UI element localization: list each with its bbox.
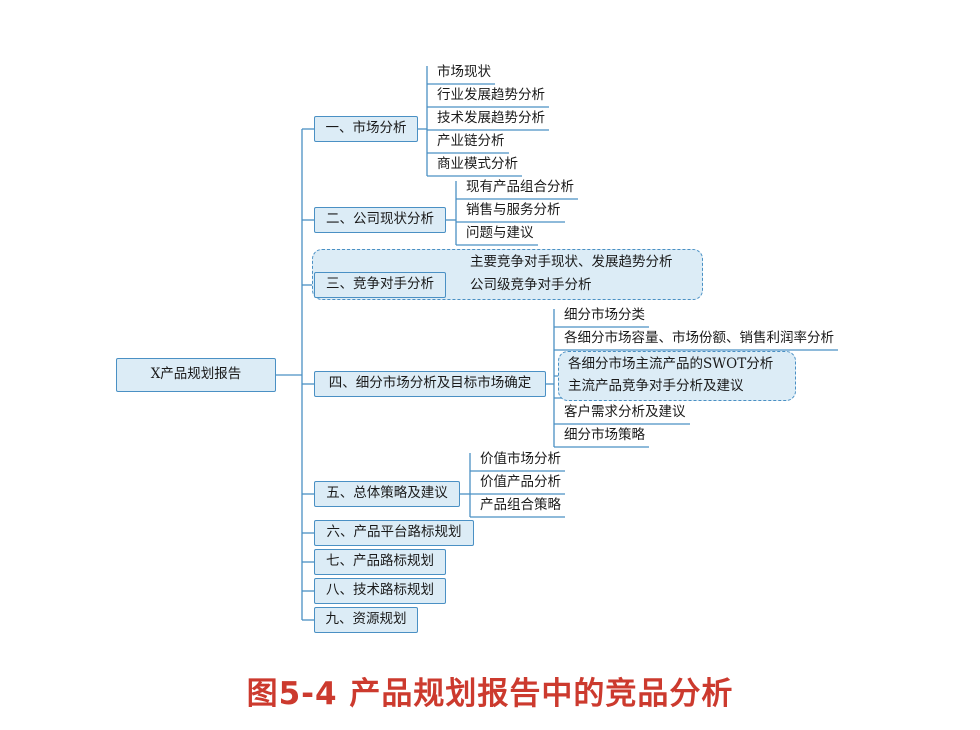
leaf-4-1: 细分市场分类 [564, 307, 645, 324]
product-plan-mindmap: X产品规划报告 一、市场分析 二、公司现状分析 三、竞争对手分析 四、细分市场分… [116, 64, 838, 633]
leaf-1-5: 商业模式分析 [437, 156, 518, 173]
branch-node-2: 二、公司现状分析 [314, 207, 446, 233]
leaf-4-5: 客户需求分析及建议 [564, 404, 686, 421]
leaf-1-3: 技术发展趋势分析 [437, 110, 545, 127]
leaf-1-1: 市场现状 [437, 64, 491, 81]
figure-caption: 图5-4 产品规划报告中的竞品分析 [246, 676, 734, 712]
leaf-4-6: 细分市场策略 [564, 427, 645, 444]
branch-node-6: 六、产品平台路标规划 [314, 520, 474, 546]
leaf-1-4: 产业链分析 [437, 133, 505, 150]
branch-node-1: 一、市场分析 [314, 116, 418, 142]
branch-node-3: 三、竞争对手分析 [314, 272, 446, 298]
leaf-4-2: 各细分市场容量、市场份额、销售利润率分析 [564, 330, 834, 347]
leaf-1-2: 行业发展趋势分析 [437, 87, 545, 104]
leaf-2-2: 销售与服务分析 [466, 202, 561, 219]
leaf-3-2: 公司级竞争对手分析 [470, 277, 592, 294]
branch-node-4: 四、细分市场分析及目标市场确定 [314, 371, 546, 397]
connector-lines [276, 66, 838, 621]
branch-node-5: 五、总体策略及建议 [314, 481, 460, 507]
leaf-5-3: 产品组合策略 [480, 497, 561, 514]
branch-node-7: 七、产品路标规划 [314, 549, 446, 575]
leaf-4-3: 各细分市场主流产品的SWOT分析 [568, 356, 774, 373]
leaf-2-3: 问题与建议 [466, 225, 534, 242]
leaf-3-1: 主要竞争对手现状、发展趋势分析 [470, 254, 673, 271]
leaf-5-2: 价值产品分析 [480, 474, 561, 491]
branch-node-9: 九、资源规划 [314, 607, 418, 633]
leaf-2-1: 现有产品组合分析 [466, 179, 574, 196]
leaf-4-4: 主流产品竞争对手分析及建议 [568, 378, 744, 395]
leaf-5-1: 价值市场分析 [480, 451, 561, 468]
highlight-group-swot [558, 351, 796, 401]
root-node: X产品规划报告 [116, 358, 276, 392]
branch-node-8: 八、技术路标规划 [314, 578, 446, 604]
